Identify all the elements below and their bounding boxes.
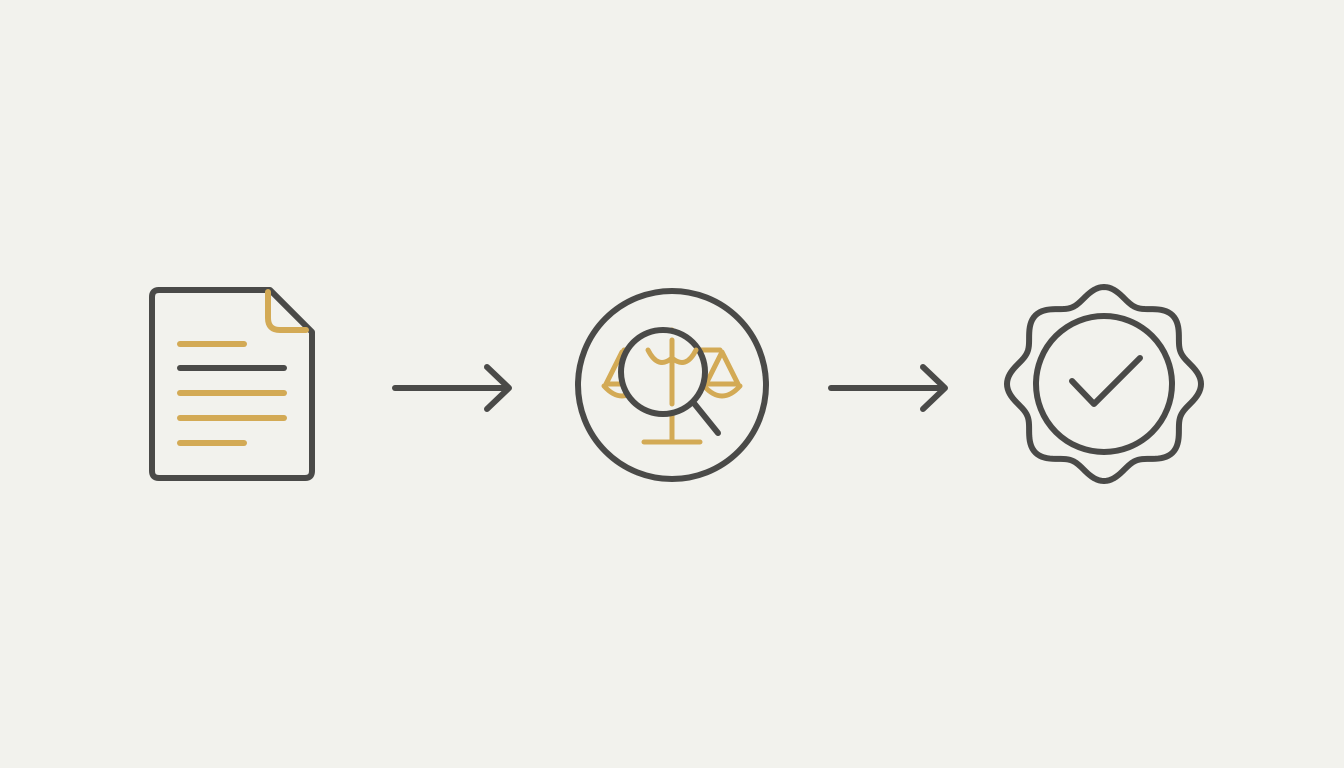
document-outline: [149, 287, 315, 481]
magnifier-icon: [618, 327, 721, 436]
scales-center-detail: [645, 337, 699, 407]
document-icon: [149, 287, 315, 481]
arrow-connector-1: [386, 358, 520, 418]
approval-badge-icon: [1004, 284, 1204, 484]
step-document: [140, 278, 326, 490]
arrow-connector-2: [822, 358, 956, 418]
checkmark-icon: [1069, 355, 1143, 407]
badge-inner-circle: [1033, 313, 1175, 455]
document-corner-fold: [265, 289, 309, 333]
arrow-right-icon: [828, 364, 948, 412]
review-circle: [575, 288, 769, 482]
step-legal-review: [566, 280, 778, 492]
badge-scalloped-edge: [1004, 284, 1204, 484]
legal-review-icon: [575, 288, 769, 482]
arrow-right-icon: [392, 364, 512, 412]
step-approved: [996, 278, 1212, 494]
